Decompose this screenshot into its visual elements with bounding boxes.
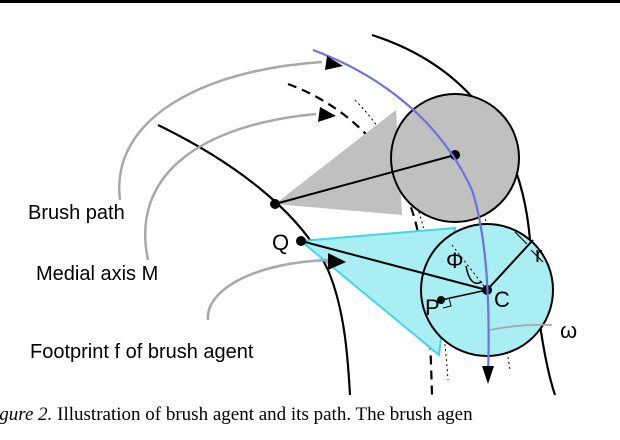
medial-axis-arrow	[318, 107, 336, 122]
gray-cone	[275, 110, 402, 215]
gray-center-dot	[450, 150, 460, 160]
label-omega: ω	[560, 318, 577, 343]
point-p-dot	[437, 296, 445, 304]
label-q: Q	[272, 230, 289, 255]
outer-boundary-right	[371, 33, 557, 396]
label-p: P	[425, 295, 440, 320]
label-brush-path: Brush path	[28, 202, 125, 224]
label-medial-axis: Medial axis M	[36, 263, 158, 285]
footprint-callout-arrowhead	[328, 253, 346, 270]
figure-caption: igure 2. Illustration of brush agent and…	[0, 404, 620, 426]
label-r: r	[535, 242, 542, 267]
omega-leader	[489, 323, 553, 331]
gray-apex-dot	[270, 199, 280, 209]
label-c: C	[494, 287, 510, 312]
phi-angle-arc	[465, 265, 483, 284]
right-angle-marker	[442, 297, 452, 309]
caption-text: Illustration of brush agent and its path…	[52, 404, 473, 425]
dotted-line-left	[354, 99, 449, 381]
footprint-callout-arrow	[206, 258, 331, 321]
brush-path-callout-arrow	[117, 60, 323, 201]
gray-spine	[274, 154, 456, 205]
brush-path-arrow-top	[325, 56, 343, 70]
medial-axis-callout-arrow	[143, 112, 317, 261]
radius-line	[486, 239, 534, 291]
spine-q-c	[300, 240, 488, 291]
radius-tick-a	[514, 231, 528, 245]
brush-path-curve	[312, 48, 490, 379]
brush-path-arrow-bottom	[482, 366, 494, 384]
point-q-dot	[296, 236, 306, 246]
caption-prefix: igure 2.	[0, 404, 53, 425]
top-rule	[0, 0, 620, 3]
label-phi: Φ	[446, 248, 464, 273]
label-footprint: Footprint f of brush agent	[30, 341, 254, 363]
radius-tick-b	[530, 249, 544, 263]
